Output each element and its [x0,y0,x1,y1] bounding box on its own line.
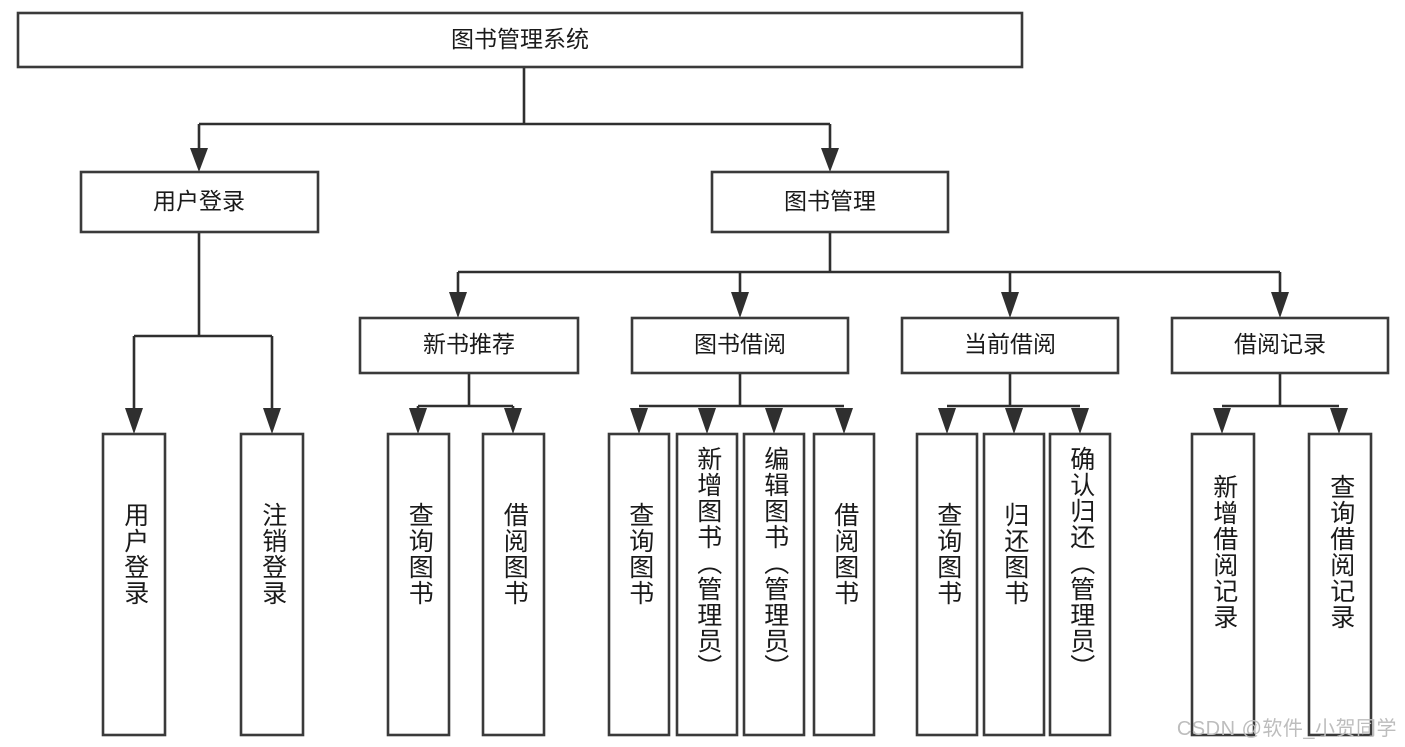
arrow-to-leaf-cb-query [938,408,956,434]
node-label-book-borrow: 图书借阅 [694,331,786,357]
arrow-to-new-book [449,292,467,318]
arrow-to-leaf-bb-borrow [835,408,853,434]
node-box-leaf-nb-borrow[interactable] [481,432,546,737]
node-box-book-manage[interactable] [710,170,950,234]
node-box-leaf-br-query[interactable] [1307,432,1373,737]
arrow-to-leaf-cb-return [1005,408,1023,434]
node-box-leaf-bb-query[interactable] [607,432,671,737]
arrow-to-leaf-nb-borrow [504,408,522,434]
node-label-user-login: 用户登录 [153,188,245,214]
node-box-leaf-cb-query[interactable] [915,432,979,737]
node-box-user-login[interactable] [79,170,320,234]
node-box-leaf-bb-add[interactable] [675,432,739,737]
arrow-to-leaf-user-login [125,408,143,434]
node-layer: 图书管理系统 用户登录 图书管理 新书推荐 图书借阅 当前借阅 借阅记录 [16,11,1390,737]
node-box-leaf-br-add[interactable] [1190,432,1256,737]
node-label-borrow-record: 借阅记录 [1234,331,1326,357]
arrow-to-leaf-logout [263,408,281,434]
node-box-new-book-recommend[interactable] [358,316,580,375]
arrow-to-leaf-br-add [1213,408,1231,434]
node-box-leaf-cb-return[interactable] [982,432,1046,737]
node-label-new-book-recommend: 新书推荐 [423,331,515,357]
arrow-to-leaf-bb-add [698,408,716,434]
node-box-root[interactable] [16,11,1024,69]
node-box-leaf-bb-borrow[interactable] [812,432,876,737]
arrow-to-leaf-cb-confirm [1071,408,1089,434]
node-box-current-borrow[interactable] [900,316,1120,375]
node-box-borrow-record[interactable] [1170,316,1390,375]
arrow-to-leaf-bb-query [630,408,648,434]
node-label-root: 图书管理系统 [451,26,589,52]
csdn-watermark: CSDN @软件_小贺同学 [1176,718,1397,740]
node-box-leaf-cb-confirm[interactable] [1048,432,1112,737]
node-label-current-borrow: 当前借阅 [964,331,1056,357]
arrow-to-leaf-nb-query [409,408,427,434]
node-box-leaf-user-login[interactable] [101,432,167,737]
arrow-to-borrow-record [1271,292,1289,318]
node-box-leaf-nb-query[interactable] [386,432,451,737]
node-label-book-manage: 图书管理 [784,188,876,214]
arrow-to-book-manage [821,148,839,172]
node-box-leaf-bb-edit[interactable] [742,432,806,737]
arrow-to-current-borrow [1001,292,1019,318]
arrow-to-leaf-bb-edit [765,408,783,434]
node-box-leaf-logout[interactable] [239,432,305,737]
arrow-to-user-login [190,148,208,172]
arrow-to-leaf-br-query [1330,408,1348,434]
arrow-to-book-borrow [731,292,749,318]
node-box-book-borrow[interactable] [630,316,850,375]
connector-layer [125,67,1348,434]
